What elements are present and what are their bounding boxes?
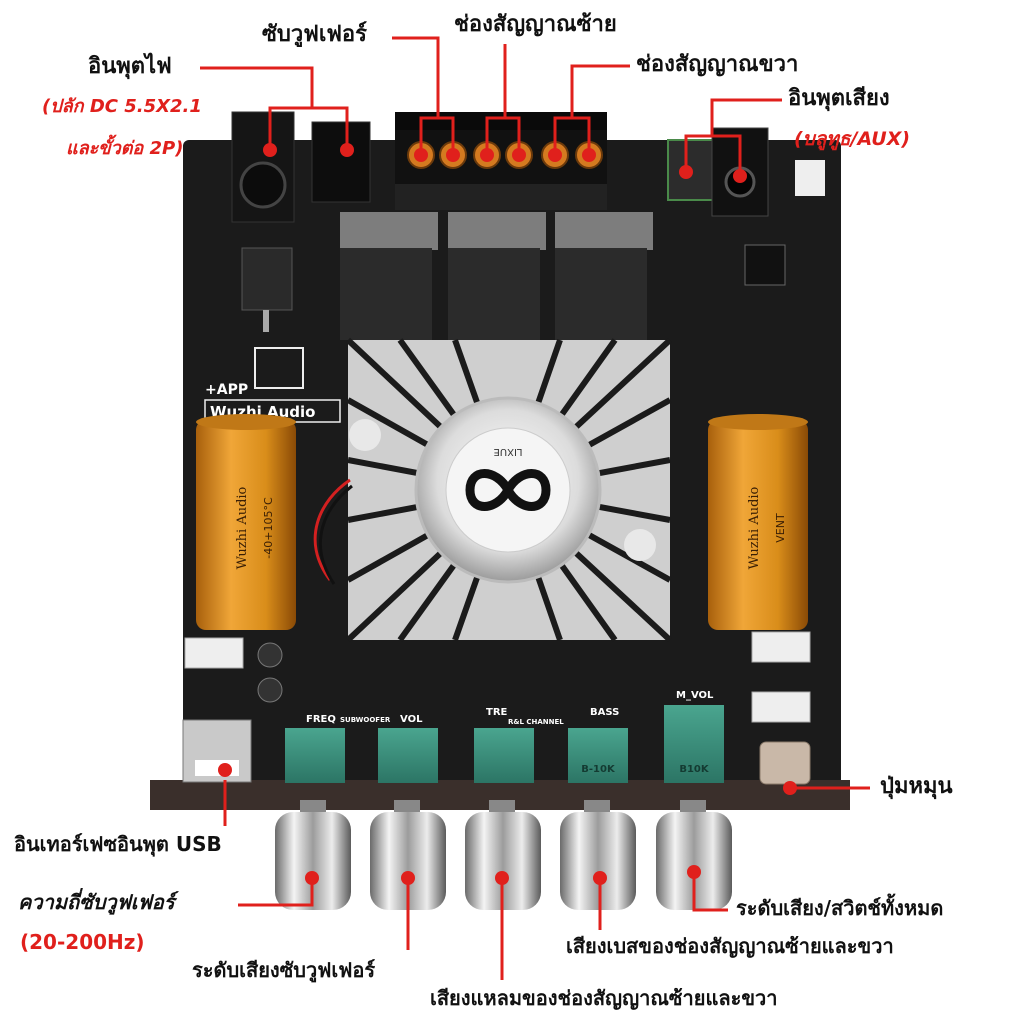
heatsink: LIXUE xyxy=(345,337,673,643)
two-pin-connector xyxy=(311,121,371,203)
dsp-chip xyxy=(744,244,786,286)
knob-volume xyxy=(656,812,732,910)
label-power-sub-2: และขั้วต่อ 2P) xyxy=(66,138,184,159)
cap-right-brand: Wuzhi Audio xyxy=(747,486,762,569)
diode xyxy=(241,247,293,311)
label-subwoofer: ซับวูฟเฟอร์ xyxy=(262,22,367,47)
knob-sub-vol xyxy=(370,812,446,910)
knobs xyxy=(275,800,732,910)
brand-app-text: +APP xyxy=(205,382,248,398)
pcb-label-mvol: M_VOL xyxy=(676,690,714,701)
pcb-label-vol: VOL xyxy=(400,714,423,725)
knob-bass xyxy=(560,812,636,910)
inductors xyxy=(340,212,653,340)
infinity-logo xyxy=(465,469,551,511)
label-left-channel: ช่องสัญญาณซ้าย xyxy=(454,12,617,37)
label-usb-interface: อินเทอร์เฟซอินพุต USB xyxy=(14,832,222,856)
label-audio-input-sub: (บลูทูธ/AUX) xyxy=(794,128,911,150)
pot-mvol-value: B10K xyxy=(679,764,710,775)
callout-dots xyxy=(218,143,797,885)
label-right-channel: ช่องสัญญาณขวา xyxy=(636,52,799,77)
pcb-label-rl: R&L CHANNEL xyxy=(508,718,564,726)
knob-freq xyxy=(275,812,351,910)
heatsink-logo-text: LIXUE xyxy=(493,446,522,457)
label-sub-level: ระดับเสียงซับวูฟเฟอร์ xyxy=(192,958,376,982)
label-audio-input: อินพุตเสียง xyxy=(788,86,890,111)
label-power-input: อินพุตไฟ xyxy=(88,54,172,79)
potentiometers: B-10K B10K xyxy=(285,705,724,783)
pot-bass-value: B-10K xyxy=(581,764,616,775)
label-treble: เสียงแหลมของช่องสัญญาณซ้ายและขวา xyxy=(430,986,778,1010)
label-knob: ปุ่มหมุน xyxy=(880,774,953,799)
rotary-encoder xyxy=(759,741,811,785)
callout-lines xyxy=(200,36,870,980)
cap-right-type: VENT xyxy=(774,513,787,543)
label-bass: เสียงเบสของช่องสัญญาณซ้ายและขวา xyxy=(566,934,894,958)
cap-left-brand: Wuzhi Audio xyxy=(235,486,250,569)
knob-treble xyxy=(465,812,541,910)
capacitor-right: Wuzhi Audio VENT xyxy=(708,414,808,630)
label-power-sub-1: (ปลัก DC 5.5X2.1 xyxy=(42,96,202,117)
label-sub-freq: ความถี่ซับวูฟเฟอร์ xyxy=(18,890,175,914)
capacitor-left: Wuzhi Audio -40+105°C xyxy=(196,414,296,630)
pcb-label-tre: TRE xyxy=(486,707,508,718)
pcb-label-sub: SUBWOOFER xyxy=(340,716,391,724)
label-volume-switch: ระดับเสียง/สวิตช์ทั้งหมด xyxy=(736,896,944,920)
pcb-label-freq: FREQ xyxy=(306,714,336,725)
header-pins xyxy=(795,160,825,196)
pcb-label-bass: BASS xyxy=(590,707,619,718)
subwoofer-output-connector xyxy=(184,637,244,669)
label-sub-freq-range: (20-200Hz) xyxy=(20,930,145,954)
cap-left-spec: -40+105°C xyxy=(262,497,275,559)
